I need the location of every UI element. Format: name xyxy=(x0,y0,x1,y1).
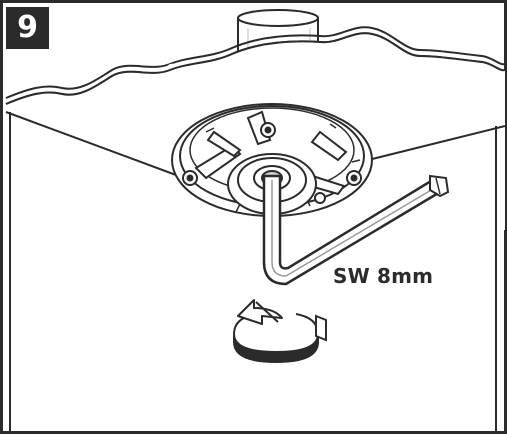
tool-size-label: SW 8mm xyxy=(333,264,434,288)
rotate-clockwise-arrow-icon xyxy=(233,299,327,364)
step-number-badge: 9 xyxy=(6,7,49,49)
screw-holes xyxy=(182,122,362,204)
tabletop-wavy-edge-outer xyxy=(5,26,506,99)
hex-key-icon xyxy=(262,174,450,286)
tabletop-underside-edges xyxy=(5,111,506,434)
